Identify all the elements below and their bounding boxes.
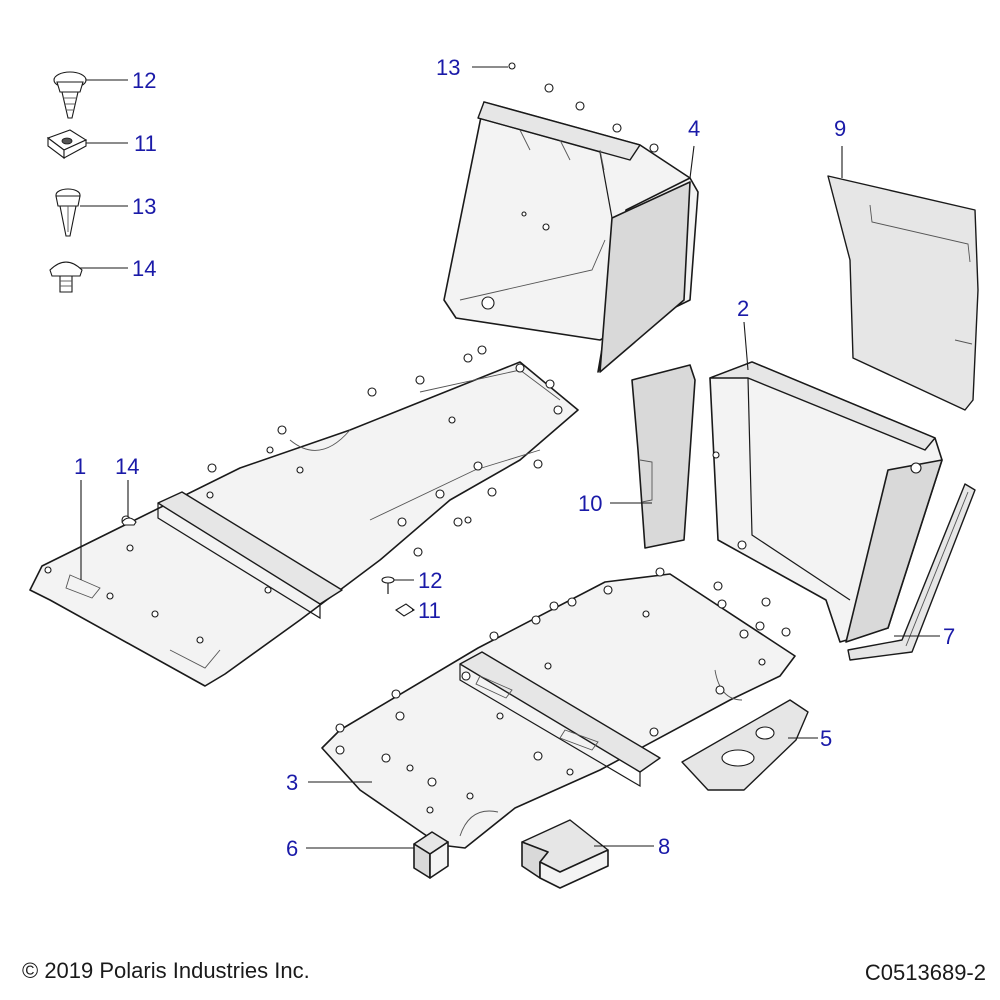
callout-2: 2 xyxy=(737,296,749,321)
callout-3: 3 xyxy=(286,770,298,795)
callout-13-legend: 13 xyxy=(132,194,156,219)
part-7-seal-strip xyxy=(847,483,976,661)
part-1-fasteners xyxy=(121,345,563,557)
part-6-block xyxy=(413,831,449,879)
copyright-notice: © 2019 Polaris Industries Inc. xyxy=(22,958,310,983)
callout-11-floor: 11 xyxy=(418,598,441,623)
part-2-lower-box xyxy=(709,361,943,643)
callout-12-legend: 12 xyxy=(132,68,156,93)
callout-13-top: 13 xyxy=(436,55,460,80)
part-4-upper-box xyxy=(443,101,699,373)
callout-5: 5 xyxy=(820,726,832,751)
floor-clip-11 xyxy=(395,603,415,617)
callout-8: 8 xyxy=(658,834,670,859)
callout-7: 7 xyxy=(943,624,955,649)
callout-11-legend: 11 xyxy=(134,131,157,156)
callout-14-legend: 14 xyxy=(132,256,156,281)
part-3-fasteners xyxy=(335,567,791,787)
floor-screw-12 xyxy=(381,576,395,594)
floor-bolt-14 xyxy=(121,517,137,526)
callout-4: 4 xyxy=(688,116,700,141)
callout-10: 10 xyxy=(578,491,602,516)
part-9-panel xyxy=(827,175,979,411)
legend-clip-nut-11 xyxy=(46,129,88,160)
callout-12-floor: 12 xyxy=(418,568,442,593)
drawing-number: C0513689-2 xyxy=(864,960,986,985)
part-4-fasteners xyxy=(508,62,659,153)
callout-1: 1 xyxy=(74,454,86,479)
part-3-rear-floor xyxy=(321,573,796,849)
callout-9: 9 xyxy=(834,116,846,141)
part-5-gasket xyxy=(681,699,809,791)
callout-14-floor: 14 xyxy=(115,454,139,479)
part-10-side-panel xyxy=(631,364,696,549)
leader-lines xyxy=(80,66,940,849)
legend-push-rivet-13 xyxy=(55,188,81,237)
part-8-foam-pad xyxy=(521,819,609,889)
legend-bolt-14 xyxy=(49,261,83,293)
part-1-front-floor xyxy=(29,361,579,687)
legend-screw-12 xyxy=(53,71,87,119)
callout-6: 6 xyxy=(286,836,298,861)
